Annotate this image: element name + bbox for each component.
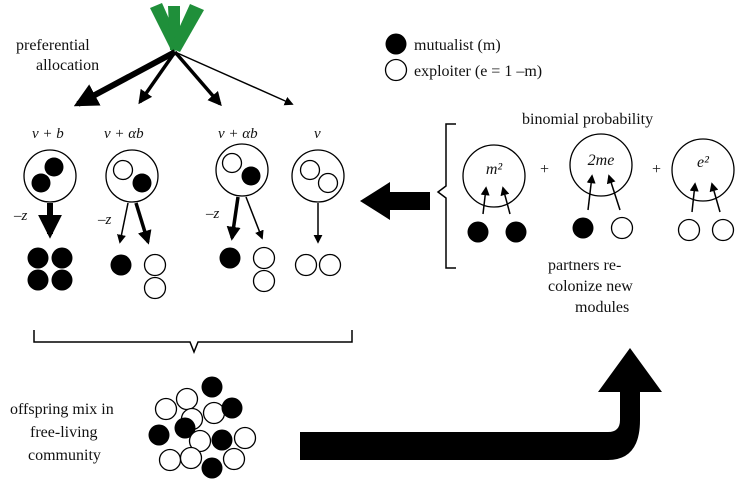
module-3-cost: –z xyxy=(205,206,220,222)
community-label-line3: community xyxy=(28,447,101,464)
legend-mutualist-swatch xyxy=(385,33,407,55)
community-label-line1: offspring mix in xyxy=(10,401,114,418)
module-1 xyxy=(23,149,77,203)
binomial-term-2me-label: 2me xyxy=(588,152,615,169)
binomial-caption-line1: partners re- xyxy=(548,257,621,274)
allocation-arrow-4 xyxy=(174,51,294,106)
binomial-term-2me: 2me xyxy=(569,133,634,240)
module-3-arrow-mutualist xyxy=(226,196,241,241)
community-to-recolonize-arrow xyxy=(300,348,662,460)
module-2-payoff: v + αb xyxy=(104,126,144,142)
module-2-offspring xyxy=(110,253,167,300)
module-3-offspring xyxy=(219,246,276,293)
binomial-term-e2-label: e² xyxy=(697,154,710,171)
module-2-arrow-exploiter xyxy=(117,202,129,244)
plus-sign-1: + xyxy=(540,161,549,178)
module-1-payoff: v + b xyxy=(32,126,64,142)
module-4-payoff: v xyxy=(314,126,321,142)
legend-exploiter-swatch xyxy=(384,58,408,82)
module-1-cost: –z xyxy=(13,208,28,224)
community-cluster xyxy=(148,376,257,479)
module-3-arrow-exploiter xyxy=(245,196,264,240)
legend-mutualist-label: mutualist (m) xyxy=(414,37,501,54)
allocation-arrow-1 xyxy=(73,49,177,107)
module-3-payoff: v + αb xyxy=(218,126,258,142)
allocation-arrows xyxy=(73,49,294,107)
allocation-arrow-2 xyxy=(138,50,177,105)
community-label-line2: free-living xyxy=(30,424,98,441)
recolonize-arrow xyxy=(360,182,430,220)
plus-sign-2: + xyxy=(652,161,661,178)
binomial-term-e2: e² xyxy=(671,138,735,242)
module-4-offspring xyxy=(294,253,342,277)
module-2-cost: –z xyxy=(97,212,112,228)
offspring-bracket xyxy=(33,330,353,355)
module-2-arrow-mutualist xyxy=(134,202,152,245)
module-2 xyxy=(105,149,159,203)
binomial-caption-line3: modules xyxy=(575,299,629,316)
allocation-arrow-3 xyxy=(173,50,222,107)
binomial-caption-line2: colonize new xyxy=(548,278,633,295)
binomial-term-m2-label: m² xyxy=(486,161,504,178)
allocation-label-line2: allocation xyxy=(36,57,99,74)
plant-icon xyxy=(150,3,204,52)
binomial-term-m2: m² xyxy=(462,144,527,243)
module-3 xyxy=(215,143,269,197)
legend: mutualist (m) exploiter (e = 1 –m) xyxy=(384,33,542,82)
legend-exploiter-label: exploiter (e = 1 –m) xyxy=(414,63,542,80)
binomial-title: binomial probability xyxy=(522,111,653,128)
module-1-offspring xyxy=(27,247,73,291)
allocation-label-line1: preferential xyxy=(16,37,90,54)
binomial-bracket xyxy=(436,123,456,269)
module-4 xyxy=(291,149,345,203)
